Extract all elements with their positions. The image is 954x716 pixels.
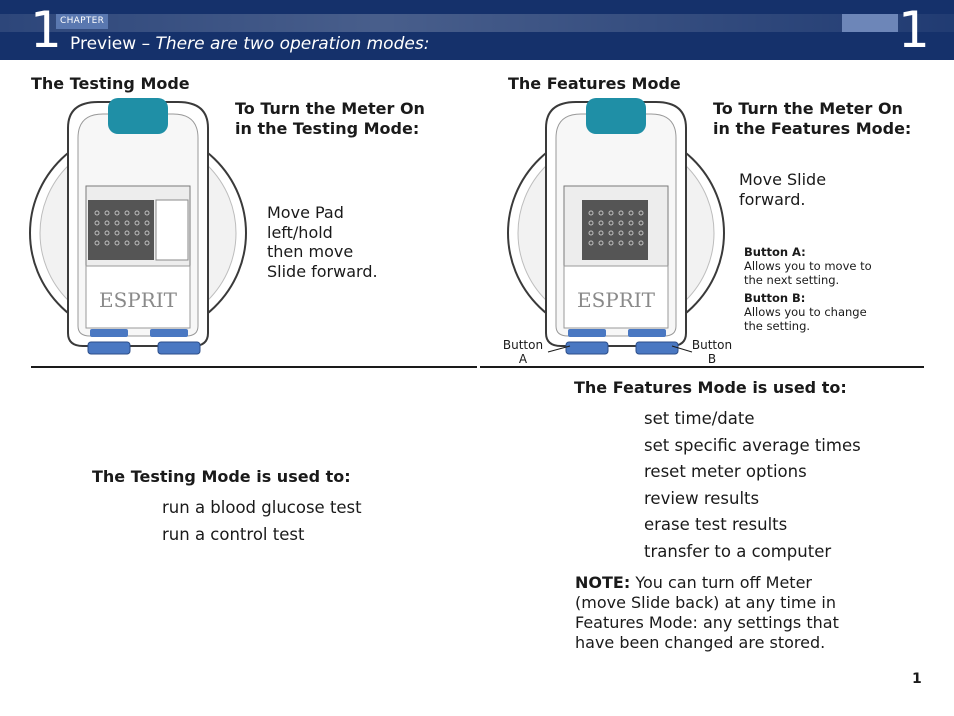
- button-b-title: Button B:: [744, 291, 806, 305]
- note-line-2: (move Slide back) at any time in: [575, 593, 836, 612]
- right-chapter-number: 1: [898, 1, 930, 59]
- note-line-3: Features Mode: any settings that: [575, 613, 839, 632]
- features-used-heading: The Features Mode is used to:: [574, 378, 847, 397]
- testing-turn-on-line2: in the Testing Mode:: [235, 119, 420, 138]
- testing-instr-4: Slide forward.: [267, 262, 378, 281]
- testing-use-item: run a blood glucose test: [162, 498, 362, 517]
- title-prefix: Preview –: [70, 34, 151, 54]
- features-use-item: review results: [644, 489, 760, 508]
- testing-mode-heading: The Testing Mode: [31, 74, 190, 93]
- callout-button-b: Button B: [691, 338, 733, 366]
- testing-use-item: run a control test: [162, 525, 305, 544]
- callout-button-a: Button A: [502, 338, 544, 366]
- button-b-icon: [150, 329, 188, 337]
- chapter-label: CHAPTER: [56, 14, 109, 29]
- features-use-item: reset meter options: [644, 462, 807, 481]
- meter-body: ESPRIT: [507, 98, 725, 355]
- features-mode-heading: The Features Mode: [508, 74, 681, 93]
- button-b-icon: [628, 329, 666, 337]
- features-use-item: erase test results: [644, 515, 788, 534]
- button-a-icon: [90, 329, 128, 337]
- testing-brand-logo: ESPRIT: [99, 288, 178, 312]
- testing-instr-3: then move: [267, 242, 354, 261]
- page-number: 1: [912, 671, 922, 687]
- right-divider: [480, 366, 924, 368]
- testing-instr-1: Move Pad: [267, 203, 344, 222]
- test-strip-port: [108, 98, 168, 134]
- chapter-number: 1: [30, 1, 62, 59]
- features-instr-2: forward.: [739, 190, 806, 209]
- pad-grille: [582, 200, 648, 260]
- features-turn-on-line1: To Turn the Meter On: [713, 99, 903, 118]
- testing-instr-2: left/hold: [267, 223, 333, 242]
- features-use-item: set specific average times: [644, 436, 861, 455]
- features-meter-illustration: ESPRIT: [507, 98, 725, 355]
- testing-used-heading: The Testing Mode is used to:: [92, 467, 351, 486]
- features-instr-1: Move Slide: [739, 170, 827, 189]
- callout-line-a: [547, 345, 571, 353]
- left-divider: [31, 366, 477, 368]
- testing-meter-illustration: ESPRIT: [29, 98, 247, 355]
- button-a-desc-1: Allows you to move to: [744, 259, 872, 273]
- header-stripe: [0, 14, 954, 32]
- button-a-title: Button A:: [744, 245, 806, 259]
- note-line-1: NOTE: You can turn off Meter: [575, 573, 812, 592]
- button-a-desc-2: the next setting.: [744, 273, 840, 287]
- callout-line-b: [671, 345, 693, 353]
- button-a-icon: [568, 329, 606, 337]
- pad-grille: [88, 200, 154, 260]
- page-title: Preview – There are two operation modes:: [70, 32, 429, 56]
- note-label: NOTE:: [575, 573, 631, 592]
- testing-turn-on-line1: To Turn the Meter On: [235, 99, 425, 118]
- features-brand-logo: ESPRIT: [577, 288, 656, 312]
- note-line-4: have been changed are stored.: [575, 633, 826, 652]
- button-b-desc-1: Allows you to change: [744, 305, 867, 319]
- features-use-item: transfer to a computer: [644, 542, 832, 561]
- chapter-header: 1 CHAPTER Preview – There are two operat…: [0, 0, 954, 60]
- meter-body: ESPRIT: [29, 98, 247, 355]
- button-b-desc-2: the setting.: [744, 319, 811, 333]
- header-accent-block: [842, 14, 898, 32]
- features-use-item: set time/date: [644, 409, 755, 428]
- title-italic: There are two operation modes:: [155, 34, 430, 54]
- features-turn-on-line2: in the Features Mode:: [713, 119, 912, 138]
- test-strip-port: [586, 98, 646, 134]
